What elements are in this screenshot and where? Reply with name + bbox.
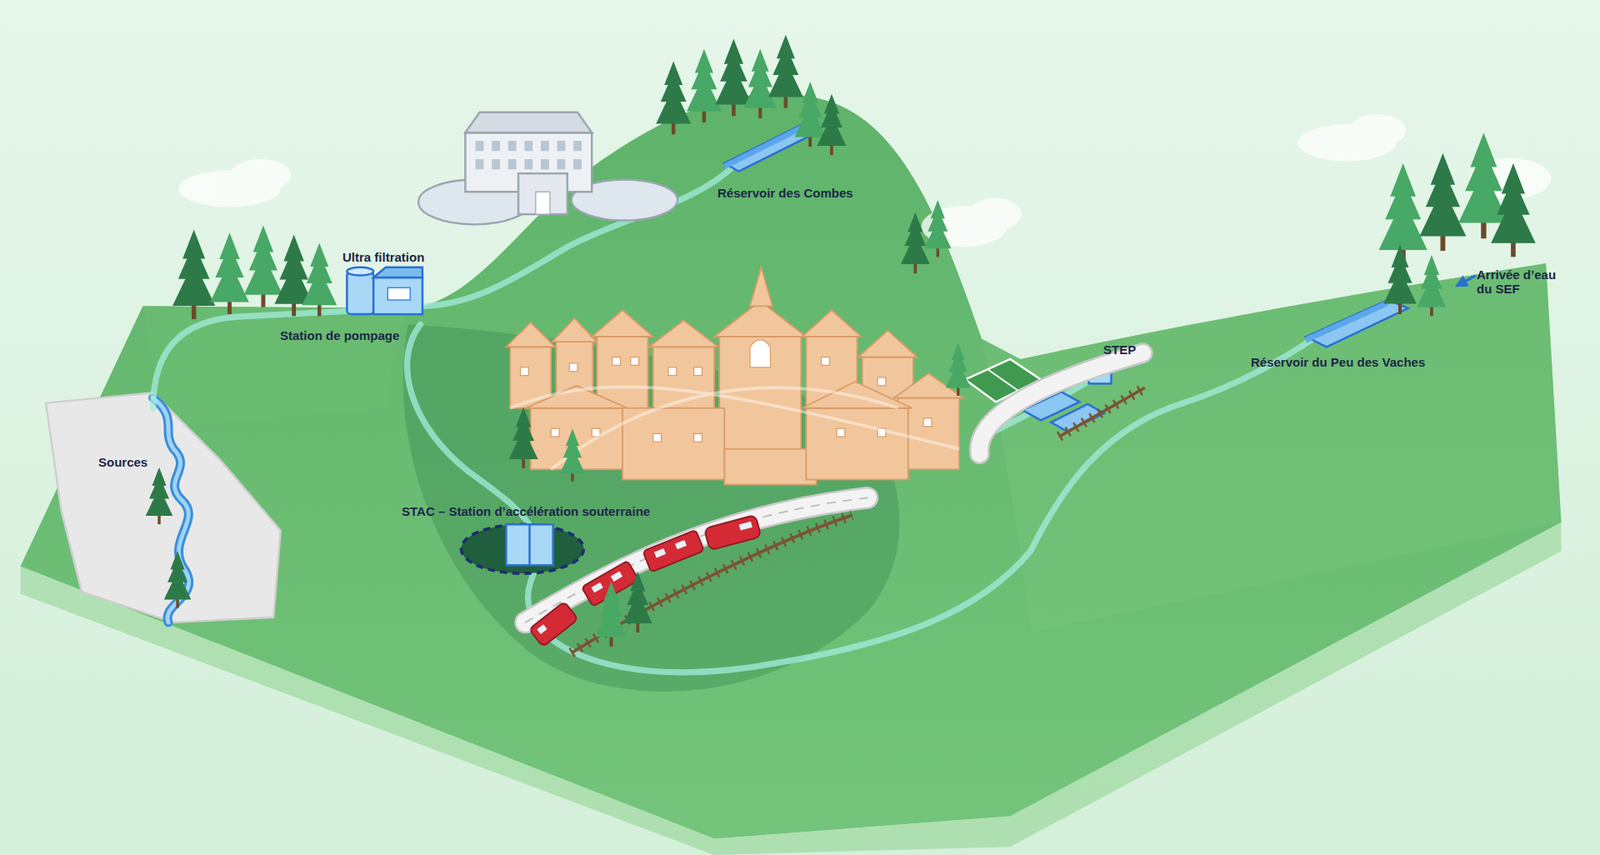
map-label: Arrivée d’eau du SEF [1476,267,1560,297]
trees [145,35,1536,648]
inflow-arrow [1457,275,1476,286]
map-label: Réservoir des Combes [717,185,854,200]
sources-rock [45,392,281,622]
water-pipes [153,165,1317,672]
terrain [20,93,1561,855]
map-label: Ultra filtration [342,250,425,265]
pumping-station [346,267,423,315]
map-label: STEP [1103,342,1136,357]
stac-station [460,524,584,574]
reservoir-peu-des-vaches [1305,300,1408,347]
main-building [418,112,678,225]
map-label: Réservoir du Peu des Vaches [1250,355,1425,370]
map-label: Station de pompage [280,328,400,343]
rails [571,387,1145,653]
clouds [178,114,1551,247]
town [505,267,964,485]
map-label: Sources [98,455,148,470]
map-label: STAC – Station d’accélération souterrain… [401,504,650,519]
